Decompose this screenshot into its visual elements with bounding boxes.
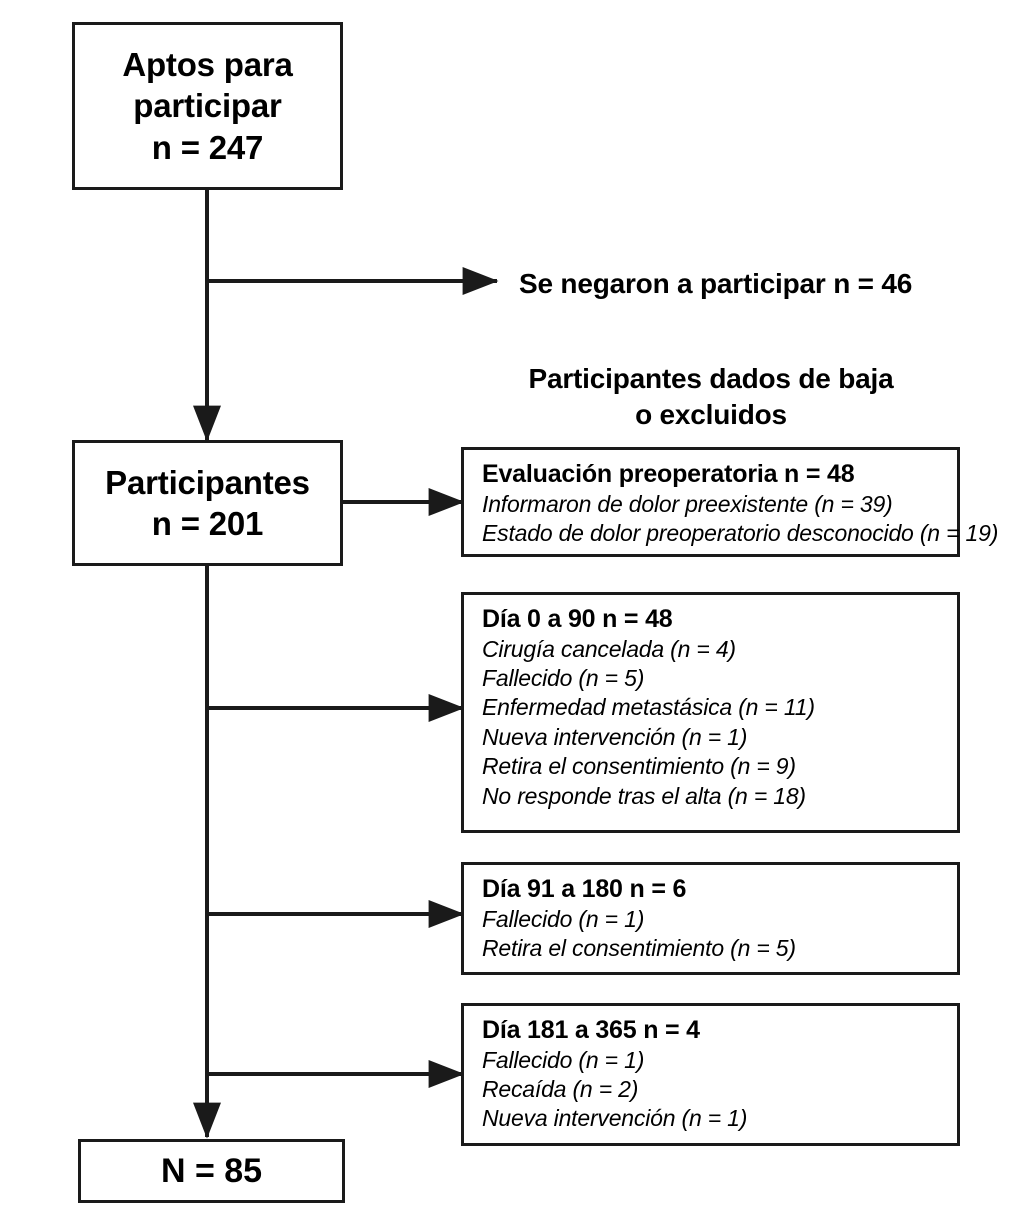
exclusion-item: Enfermedad metastásica (n = 11) bbox=[482, 694, 815, 721]
exclusions-group-title-line-2: o excluidos bbox=[635, 399, 787, 431]
exclusion-heading: Día 181 a 365 n = 4 bbox=[482, 1016, 700, 1044]
exclusion-item: Estado de dolor preoperatorio desconocid… bbox=[482, 519, 999, 546]
exclusion-item: Nueva intervención (n = 1) bbox=[482, 723, 748, 750]
exclusion-item: Fallecido (n = 5) bbox=[482, 664, 645, 691]
node-participants: Participantes n = 201 bbox=[72, 440, 343, 566]
exclusions-group-title-line-1: Participantes dados de baja bbox=[528, 363, 894, 394]
exclusion-item: Retira el consentimiento (n = 5) bbox=[482, 934, 796, 961]
node-eligible-line-2: participar bbox=[133, 87, 282, 125]
exclusions-group-title: Participantes dados de baja o excluidos bbox=[461, 361, 961, 434]
node-participants-line-2: n = 201 bbox=[151, 505, 264, 542]
exclusion-item: Fallecido (n = 1) bbox=[482, 905, 645, 932]
exclusion-item: Fallecido (n = 1) bbox=[482, 1046, 645, 1073]
node-eligible-line-3: n = 247 bbox=[151, 128, 264, 166]
node-final-sample: N = 85 bbox=[78, 1139, 345, 1203]
exclusion-item: Retira el consentimiento (n = 9) bbox=[482, 753, 796, 780]
exclusion-box-day-181-365: Día 181 a 365 n = 4 Fallecido (n = 1) Re… bbox=[461, 1003, 960, 1146]
node-participants-line-1: Participantes bbox=[105, 463, 310, 501]
exclusion-item: Recaída (n = 2) bbox=[482, 1075, 639, 1102]
exclusion-box-preoperative: Evaluación preoperatoria n = 48 Informar… bbox=[461, 447, 999, 557]
exclusion-heading: Día 0 a 90 n = 48 bbox=[482, 605, 673, 633]
node-eligible-line-1: Aptos para bbox=[122, 46, 293, 84]
exclusion-box-day-91-180: Día 91 a 180 n = 6 Fallecido (n = 1) Ret… bbox=[461, 862, 960, 975]
exclusion-item: No responde tras el alta (n = 18) bbox=[482, 782, 806, 809]
exclusion-heading: Evaluación preoperatoria n = 48 bbox=[482, 460, 855, 488]
label-refused: Se negaron a participar n = 46 bbox=[519, 268, 913, 299]
exclusion-item: Cirugía cancelada (n = 4) bbox=[482, 635, 736, 662]
exclusion-box-day-0-90: Día 0 a 90 n = 48 Cirugía cancelada (n =… bbox=[461, 592, 960, 833]
exclusion-item: Nueva intervención (n = 1) bbox=[482, 1105, 748, 1132]
node-final-line-1: N = 85 bbox=[160, 1151, 263, 1190]
exclusion-heading: Día 91 a 180 n = 6 bbox=[482, 875, 687, 903]
exclusion-item: Informaron de dolor preexistente (n = 39… bbox=[482, 490, 893, 517]
node-eligible: Aptos para participar n = 247 bbox=[72, 22, 343, 190]
